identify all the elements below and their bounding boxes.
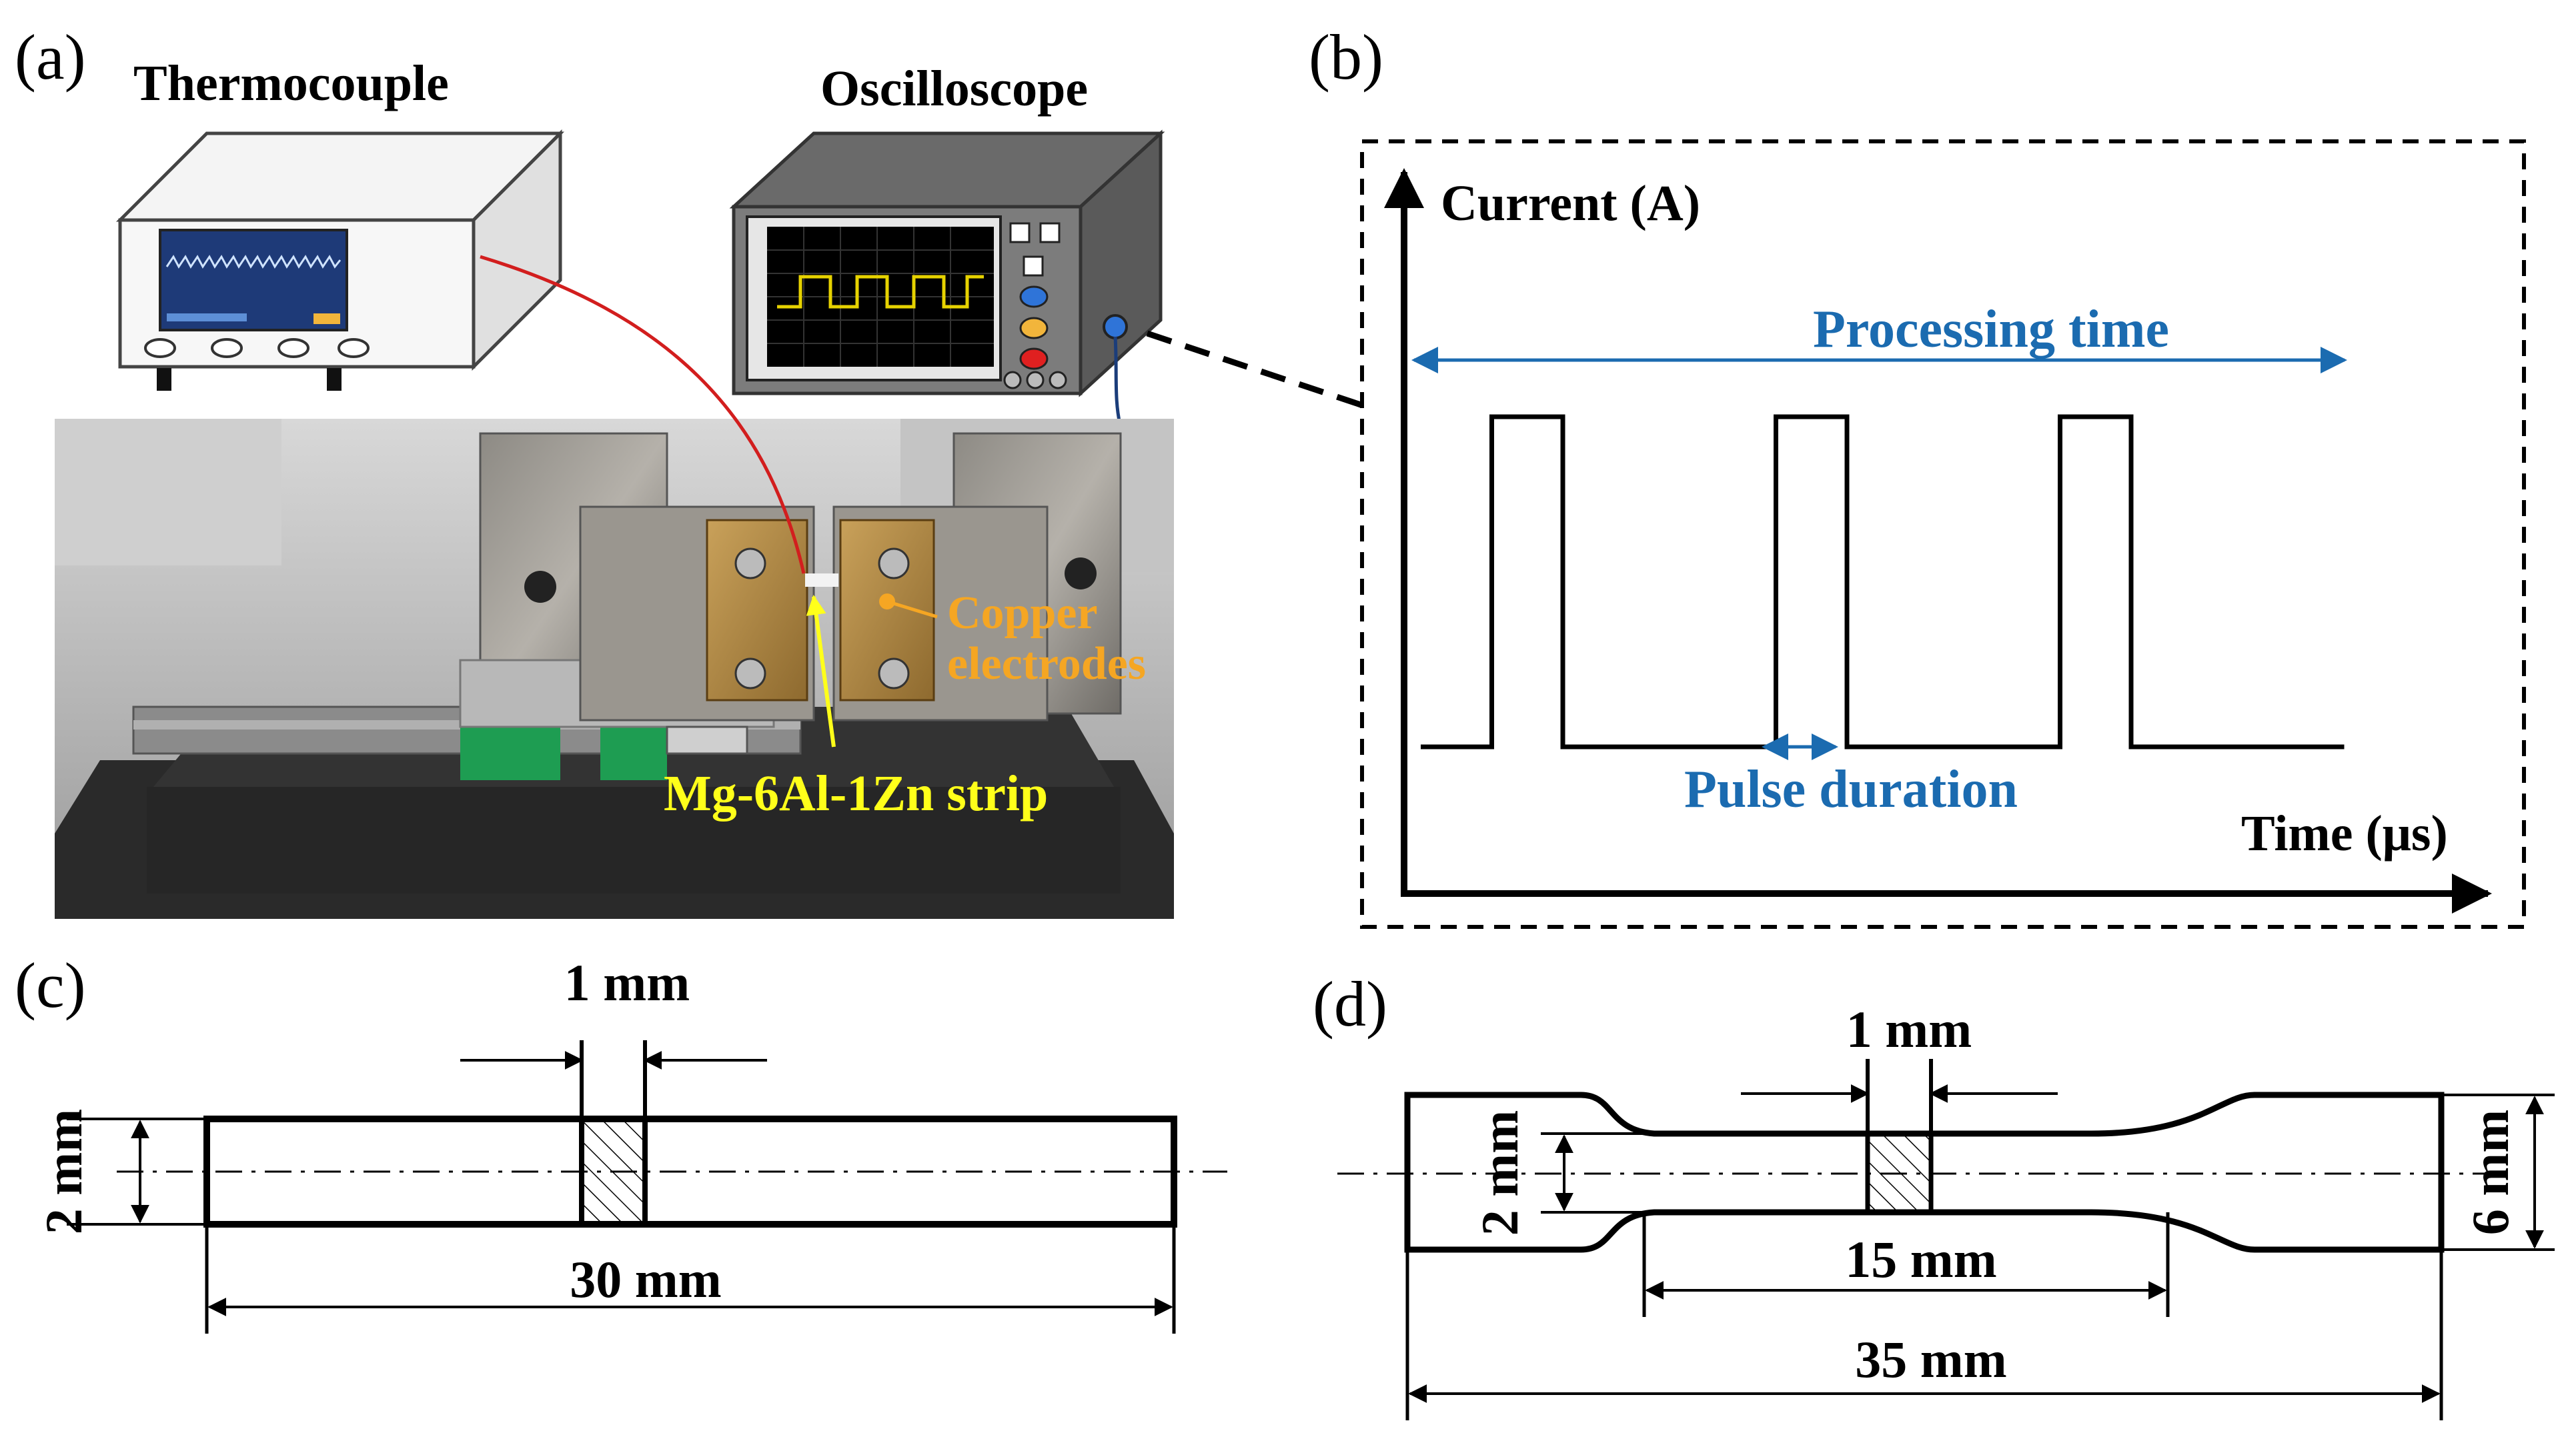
d-grip-height-label: 6 mm [2461, 1110, 2519, 1235]
processing-time-label: Processing time [1813, 300, 2169, 359]
thermocouple-label: Thermocouple [133, 55, 449, 111]
d-gauge-width-label: 1 mm [1846, 1000, 1972, 1058]
panel-d-label: (d) [1313, 968, 1387, 1040]
panel-b-label: (b) [1309, 21, 1383, 93]
pulse-duration-label: Pulse duration [1684, 760, 2018, 819]
c-length-label: 30 mm [570, 1250, 721, 1308]
thermocouple-wire [480, 255, 806, 574]
y-axis-label: Current (A) [1441, 175, 1700, 231]
panel-c-label: (c) [15, 950, 86, 1021]
thermocouple-device-icon [115, 129, 565, 391]
panel-d: (d) 1 mm 2 mm 6 mm 15 mm 35 mm [1313, 968, 2555, 1420]
panel-b: (b) Current (A) Time (μs) Processing tim… [1309, 21, 2526, 929]
strip-label: Mg-6Al-1Zn strip [664, 766, 1048, 822]
panel-a-label: (a) [15, 21, 86, 93]
copper-electrodes-label-line1: Copper [947, 587, 1098, 639]
panel-c: (c) 1 mm 2 mm 30 mm [15, 950, 1227, 1334]
oscilloscope-label: Oscilloscope [820, 61, 1088, 117]
pulse-waveform [1421, 414, 2345, 750]
panel-a: (a) Thermocouple Oscilloscope [15, 21, 1174, 919]
c-height-label: 2 mm [35, 1109, 93, 1234]
d-total-length-label: 35 mm [1855, 1330, 2006, 1388]
x-axis-label: Time (μs) [2241, 806, 2448, 862]
d-gauge-length-label: 15 mm [1845, 1230, 1996, 1288]
oscilloscope-leader-line [1146, 330, 1372, 411]
oscilloscope-square-wave [777, 275, 984, 309]
test-rig-photo [55, 419, 1174, 919]
copper-electrodes-label-line2: electrodes [947, 638, 1146, 689]
panel-b-frame [1360, 139, 2526, 929]
d-gauge-height-label: 2 mm [1471, 1110, 1529, 1236]
oscilloscope-device-icon [729, 129, 1165, 427]
c-gauge-width-label: 1 mm [564, 954, 690, 1012]
